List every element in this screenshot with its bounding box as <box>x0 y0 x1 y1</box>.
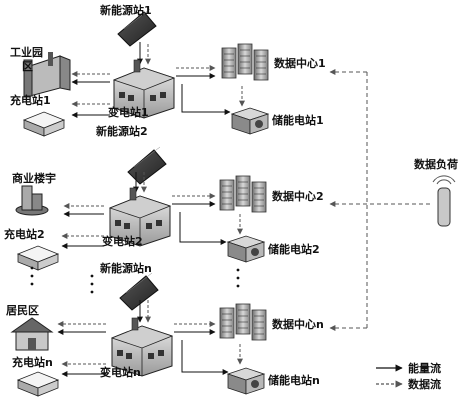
legend-data-flow-label: 数据流 <box>408 377 441 391</box>
data-center-2-icon <box>219 175 267 213</box>
charging-station-n-icon <box>17 371 59 397</box>
row-2: 新能源站2 商业楼宇 变电站2 充电站2 数据中心2 储能电站2 <box>4 124 324 271</box>
new-energy-station-2-label: 新能源站2 <box>96 124 148 138</box>
industrial-park-icon <box>23 52 71 97</box>
residential-area-label: 居民区 <box>6 304 39 317</box>
residential-area-icon <box>10 317 54 351</box>
new-energy-station-n-label: 新能源站n <box>100 261 152 275</box>
data-center-1-icon <box>221 43 269 81</box>
industrial-park-label-line1: 工业园 <box>10 45 43 59</box>
new-energy-station-2-icon <box>127 146 167 185</box>
data-center-1-label: 数据中心1 <box>274 56 326 70</box>
data-center-n-icon <box>219 303 267 341</box>
row-n: 新能源站n 居民区 变电站n 充电站n 数据中心n 储能电站n <box>6 261 324 397</box>
data-center-2-label: 数据中心2 <box>272 189 324 203</box>
row-1: 新能源站1 工业园 区 变电站1 充电站1 数据中心1 <box>10 3 326 137</box>
new-energy-station-1-label: 新能源站1 <box>100 3 152 17</box>
commercial-building-icon <box>15 185 49 216</box>
industrial-park-label-line2: 区 <box>22 60 33 73</box>
new-energy-station-n-icon <box>119 272 159 311</box>
storage-station-n-icon <box>227 367 265 395</box>
charging-station-n-label: 充电站n <box>12 355 53 369</box>
substation-n-label: 变电站n <box>100 365 141 379</box>
storage-station-1-label: 储能电站1 <box>272 113 324 127</box>
data-center-n-label: 数据中心n <box>272 317 324 331</box>
charging-station-2-label: 充电站2 <box>4 227 45 241</box>
data-bus <box>329 69 430 331</box>
substation-2-label: 变电站2 <box>102 234 143 248</box>
charging-station-1-label: 充电站1 <box>10 93 51 107</box>
ellipsis-dots <box>30 266 240 294</box>
data-load-antenna-icon <box>432 175 456 227</box>
charging-station-1-icon <box>23 111 65 137</box>
legend: 能量流 数据流 <box>376 361 441 391</box>
storage-station-1-icon <box>231 107 269 135</box>
storage-station-n-label: 储能电站n <box>268 373 320 387</box>
storage-station-2-icon <box>227 235 265 263</box>
commercial-building-label: 商业楼宇 <box>12 171 56 185</box>
substation-1-label: 变电站1 <box>108 105 149 119</box>
legend-energy-flow-label: 能量流 <box>408 361 441 375</box>
data-load-label: 数据负荷 <box>414 157 458 171</box>
storage-station-2-label: 储能电站2 <box>268 242 320 256</box>
charging-station-2-icon <box>17 245 59 271</box>
